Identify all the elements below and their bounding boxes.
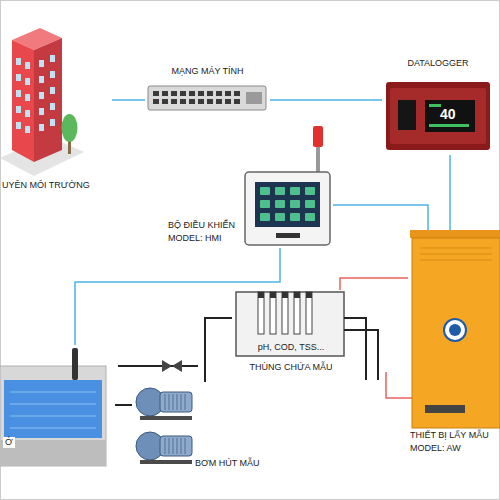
connector [340,278,408,290]
node-label: MODEL: HMI [168,233,222,244]
datalogger-slot [398,100,416,130]
agency-building: UYÊN MÔI TRƯỜNG [0,20,112,194]
building-left-face [12,40,34,162]
probe-caps [258,292,312,298]
inlet-pipe [118,365,198,367]
connector [270,99,382,101]
node-label: Ở [3,437,15,448]
node-label: THÙNG CHỨA MẪU [249,362,332,373]
pump-base [140,416,192,420]
controller-node: BỘ ĐIỀU KHIỂN MODEL: HMI [165,122,333,248]
sampler-cabinet [412,238,500,428]
network-switch-node: MẠNG MÁY TÍNH [145,66,270,114]
motor-ribs [162,394,188,410]
switch-panel [246,92,262,104]
valve [172,360,182,372]
sampler-node: THIẾT BỊ LẤY MẪU MODEL: AW [408,230,498,457]
controller-box [245,172,330,245]
node-label: UYÊN MÔI TRƯỜNG [2,180,90,191]
connector [115,404,132,406]
controller-badge [276,233,300,238]
connector [75,248,280,345]
building-windows [16,55,55,133]
display-bar [429,124,469,127]
pump-node: BƠM HÚT MẪU [132,382,272,477]
pump-motor [160,392,192,412]
sample-tank-node: pH, COD, TSS... THÙNG CHỨA MẪU [232,290,350,378]
node-label: BƠM HÚT MẪU [195,458,260,469]
display-reading: 40 [440,107,456,121]
basin-probe [72,348,78,380]
nameplate [425,405,465,413]
datalogger-node: DATALOGGER [382,58,494,155]
valve [162,360,172,372]
cabinet-vents [420,248,492,260]
node-label: BỘ ĐIỀU KHIỂN [168,220,235,231]
sensor-probes [258,292,312,334]
logo-center [449,324,461,336]
sample-tank [236,292,344,356]
datalogger-display [425,100,475,132]
node-label: DATALOGGER [407,58,468,69]
motor-ribs [162,438,188,454]
building-right-face [34,38,62,162]
tree-trunk [68,140,71,154]
pump-motor [160,436,192,456]
water-ripples [10,392,96,428]
connector [449,155,451,230]
basin-water [4,380,102,438]
network-switch [148,86,266,110]
node-label: MODEL: AW [410,443,461,454]
basin-wall [0,366,106,466]
logo [444,319,466,341]
basin-front [0,440,106,466]
node-label: THIẾT BỊ LẤY MẪU [410,430,489,441]
signal-lamp [313,126,323,147]
datalogger-body [386,82,490,150]
display-bar [429,104,441,107]
sample-line [386,372,412,398]
datalogger-front [390,88,486,144]
tree-crown [62,114,78,142]
cabinet-roof [410,230,500,238]
node-label: pH, COD, TSS... [258,342,324,353]
lamp-pole [316,145,320,173]
node-label: MẠNG MÁY TÍNH [171,66,243,77]
basin-node: Ở [0,345,115,470]
pump-base [140,460,192,464]
drain-pipe [344,318,378,380]
connector [205,318,232,382]
connector [333,205,428,230]
connector [112,99,145,101]
switch-ports [152,90,242,106]
screen-icons [258,185,318,224]
touch-screen [255,182,320,227]
